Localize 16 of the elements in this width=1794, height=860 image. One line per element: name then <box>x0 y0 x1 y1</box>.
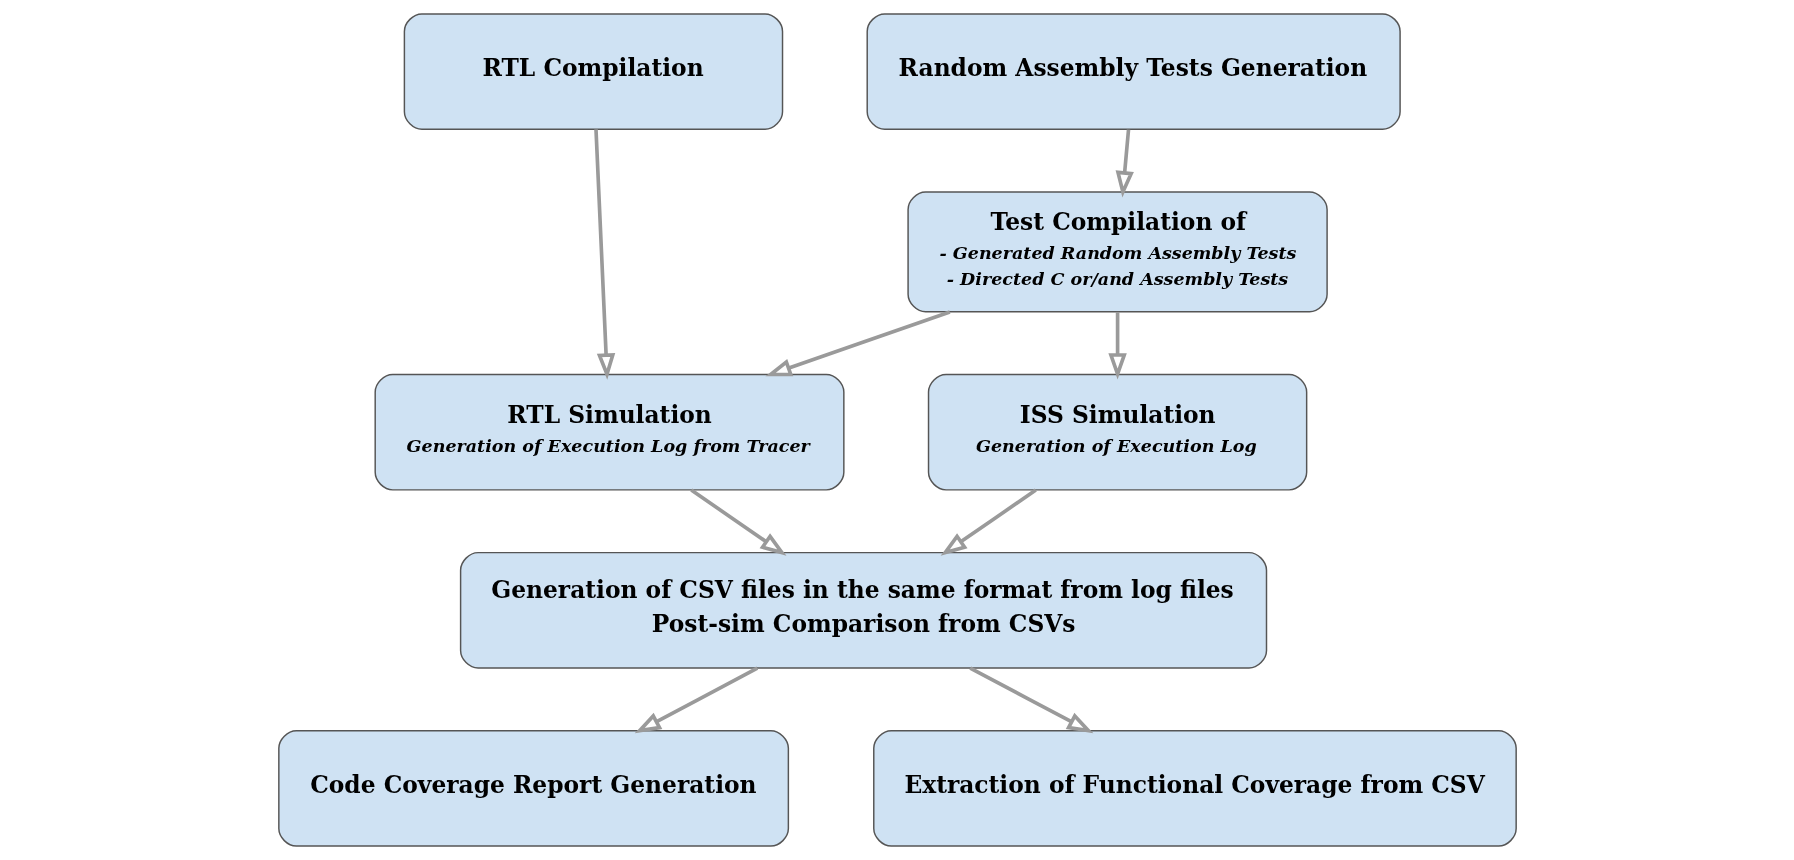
node-box: Random Assembly Tests Generation <box>866 13 1401 130</box>
arrow <box>764 310 950 377</box>
arrow <box>1107 311 1127 380</box>
node-box: RTL Compilation <box>403 13 783 130</box>
arrow <box>689 488 786 556</box>
node-box: Code Coverage Report Generation <box>277 730 789 847</box>
node-box: Extraction of Functional Coverage from CSV <box>872 730 1517 847</box>
node-box: RTL Simulation Generation of Execution Log from Tracer <box>373 373 845 491</box>
arrow <box>968 666 1093 734</box>
arrow <box>1115 129 1134 198</box>
arrow <box>593 129 615 380</box>
node-box: Test Compilation of - Generated Random Assembly Tests - Directed C or/and Assembly Tests <box>906 191 1328 313</box>
arrow <box>634 666 758 734</box>
arrow <box>940 488 1037 556</box>
node-box: Generation of CSV files in the same format from log files Post-sim Comparison from CSVs <box>459 551 1267 669</box>
node-box: ISS Simulation Generation of Execution Log <box>927 373 1307 491</box>
